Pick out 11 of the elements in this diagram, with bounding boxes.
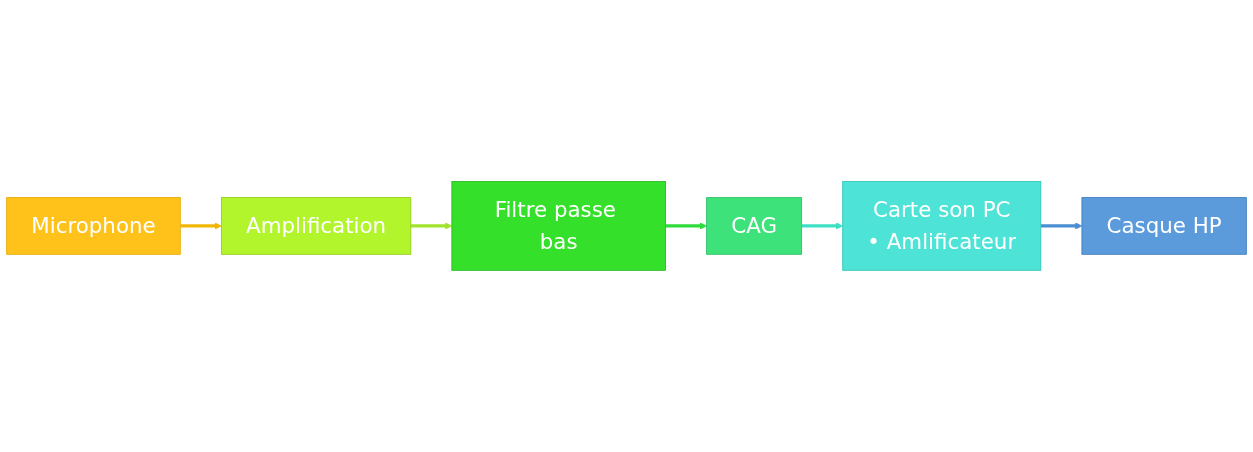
node-box: Amplification	[221, 197, 412, 255]
node-box: Microphone	[6, 197, 181, 255]
arrow	[801, 222, 844, 230]
node-box: Carte son PC • Amlificateur	[842, 181, 1042, 271]
arrow	[180, 222, 222, 230]
arrow	[1040, 222, 1083, 230]
node-box: CAG	[706, 197, 803, 255]
arrow	[665, 222, 707, 230]
arrow	[410, 222, 453, 230]
node-box: Filtre passe bas	[451, 181, 666, 271]
node-box: Casque HP	[1081, 197, 1247, 255]
